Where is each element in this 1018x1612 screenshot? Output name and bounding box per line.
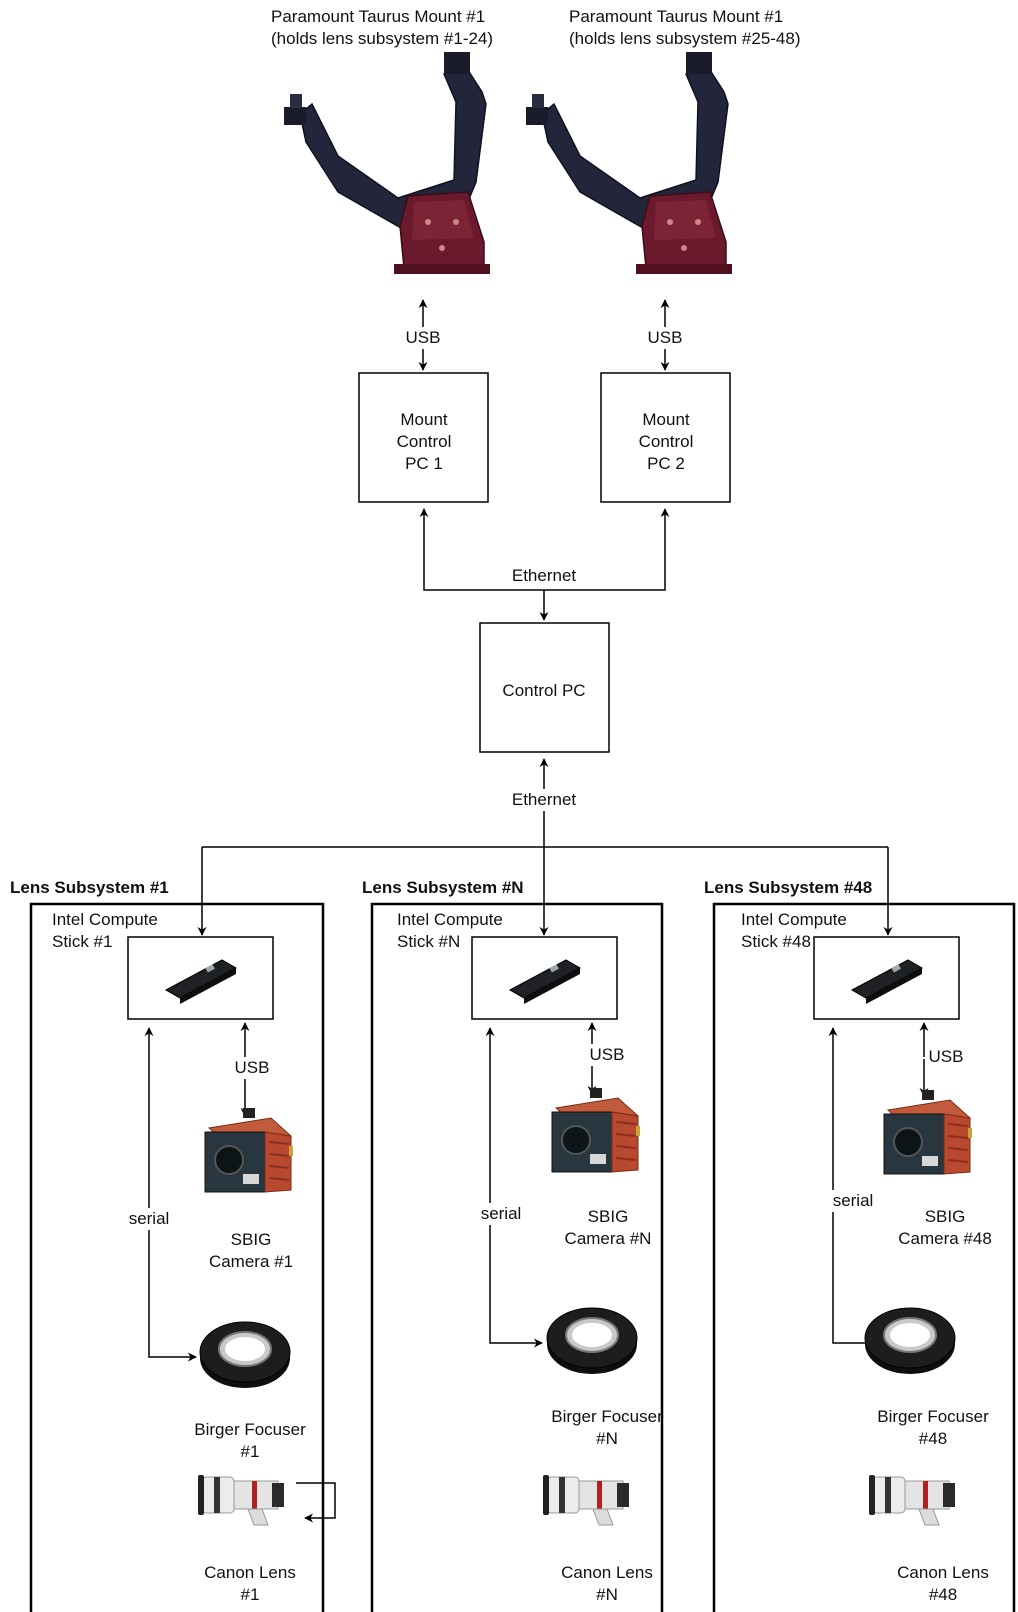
compute-stick-48-label: Intel Compute Stick #48 (741, 910, 847, 951)
lens-subsystem-48-frame (712, 902, 1016, 1612)
usb-label-mount-1: USB (403, 327, 443, 349)
lens-1-label: Canon Lens #1 (204, 1563, 296, 1604)
birger-focuser-48-icon (864, 1307, 956, 1375)
lens-subsystem-1-title: Lens Subsystem #1 (10, 878, 169, 897)
camera-1-label: SBIG Camera #1 (208, 1230, 294, 1271)
lens-subsystem-n-title: Lens Subsystem #N (362, 878, 524, 897)
mount-2-title: Paramount Taurus Mount #1 (holds lens su… (569, 7, 801, 48)
mount-control-pc-1-box (358, 372, 489, 503)
lens-subsystem-n-frame (370, 902, 664, 1612)
mount-control-pc-2-label: Mount Control PC 2 (638, 410, 694, 473)
focuser-n-label: Birger Focuser #N (551, 1407, 663, 1448)
usb-label-mount-2: USB (645, 327, 685, 349)
ethernet-label-upper: Ethernet (509, 565, 579, 587)
mount-1-icon (283, 51, 491, 275)
focuser-1-label: Birger Focuser #1 (194, 1420, 306, 1461)
lens-1-bracket-arrow (296, 1482, 336, 1523)
mount-control-pc-1-label: Mount Control PC 1 (396, 410, 452, 473)
compute-stick-n-label: Intel Compute Stick #N (397, 910, 503, 951)
serial-link-1 (144, 1027, 197, 1362)
ethernet-to-pc-1 (419, 508, 544, 591)
birger-focuser-1-icon (199, 1321, 291, 1389)
sbig-camera-n-icon (551, 1087, 641, 1173)
mount-control-pc-2-box (600, 372, 731, 503)
focuser-48-label: Birger Focuser #48 (877, 1407, 989, 1448)
control-pc-label: Control PC (502, 681, 586, 700)
mount-1-title: Paramount Taurus Mount #1 (holds lens su… (271, 7, 494, 48)
control-pc-box (479, 622, 610, 753)
lens-n-label: Canon Lens #N (561, 1563, 653, 1604)
canon-lens-1-icon (197, 1474, 285, 1526)
mount-2-icon (525, 51, 733, 275)
lens-subsystem-1-frame (29, 902, 325, 1612)
ethernet-label-lower: Ethernet (509, 789, 579, 811)
canon-lens-n-icon (542, 1474, 630, 1526)
birger-focuser-n-icon (546, 1307, 638, 1375)
serial-label-48: serial (830, 1190, 876, 1212)
serial-link-48 (828, 1027, 883, 1348)
compute-stick-1-label: Intel Compute Stick #1 (52, 910, 158, 951)
usb-label-subsystem-48: USB (926, 1046, 966, 1068)
canon-lens-48-icon (868, 1474, 956, 1526)
ethernet-to-pc-2 (544, 508, 670, 591)
usb-label-subsystem-1: USB (232, 1057, 272, 1079)
lens-48-label: Canon Lens #48 (897, 1563, 989, 1604)
serial-label-1: serial (126, 1208, 172, 1230)
serial-link-n (485, 1027, 543, 1348)
lens-subsystem-48-title: Lens Subsystem #48 (704, 878, 873, 897)
sbig-camera-1-icon (204, 1107, 294, 1193)
camera-48-label: SBIG Camera #48 (898, 1207, 992, 1248)
camera-n-label: SBIG Camera #N (564, 1207, 652, 1248)
sbig-camera-48-icon (883, 1089, 973, 1175)
usb-label-subsystem-n: USB (587, 1044, 627, 1066)
serial-label-n: serial (478, 1203, 524, 1225)
